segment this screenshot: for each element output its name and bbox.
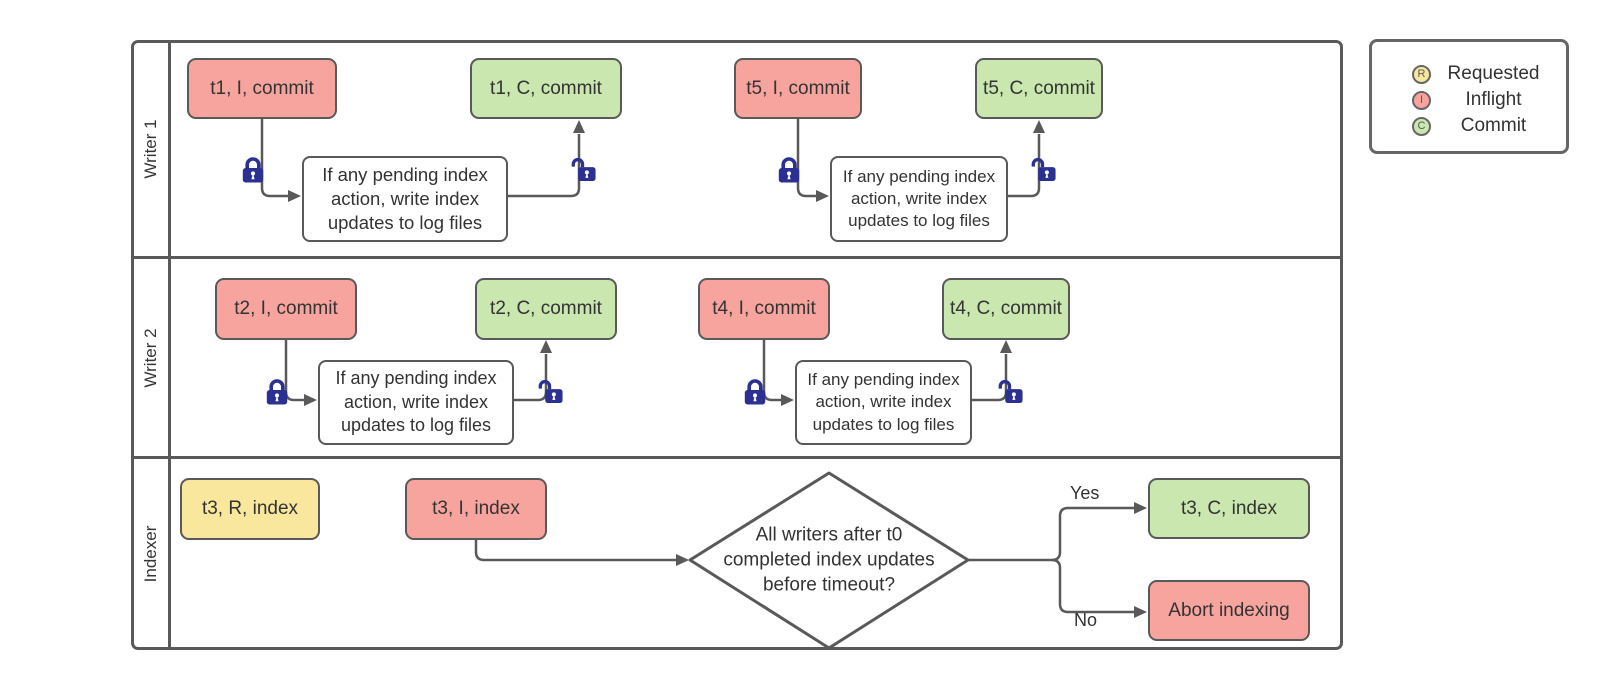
node-t4-commit: t4, C, commit <box>942 278 1070 340</box>
lane-divider-1 <box>131 256 1343 259</box>
no-label: No <box>1074 610 1098 630</box>
legend-letter: I <box>1419 94 1424 106</box>
legend-item-commit: C Commit <box>1412 115 1556 136</box>
open-lock-icon <box>997 377 1023 405</box>
yes-label: Yes <box>1070 483 1100 503</box>
commit-badge-icon: C <box>1412 116 1431 136</box>
lane-divider-2 <box>131 456 1343 459</box>
process-box-3: If any pending index action, write index… <box>318 360 514 445</box>
open-lock-icon <box>570 155 596 183</box>
node-t3-inflight: t3, I, index <box>405 478 547 540</box>
closed-lock-icon <box>742 378 768 406</box>
node-t1-inflight: t1, I, commit <box>187 58 337 119</box>
legend: R Requested I Inflight C Commit <box>1369 39 1569 154</box>
legend-label: Requested <box>1447 63 1540 84</box>
inflight-badge-icon: I <box>1412 90 1431 110</box>
node-t2-inflight: t2, I, commit <box>215 278 357 340</box>
legend-item-inflight: I Inflight <box>1412 89 1556 110</box>
node-t1-commit: t1, C, commit <box>470 58 622 119</box>
node-t4-inflight: t4, I, commit <box>698 278 830 340</box>
node-t2-commit: t2, C, commit <box>475 278 617 340</box>
legend-letter: C <box>1417 120 1426 132</box>
legend-label: Commit <box>1460 115 1527 136</box>
node-t3-commit: t3, C, index <box>1148 478 1310 539</box>
decision-diamond <box>688 471 970 650</box>
process-box-2: If any pending index action, write index… <box>830 156 1008 242</box>
open-lock-icon <box>537 377 563 405</box>
node-abort-indexing: Abort indexing <box>1148 580 1310 641</box>
closed-lock-icon <box>776 156 802 184</box>
legend-item-requested: R Requested <box>1412 63 1556 84</box>
node-t5-inflight: t5, I, commit <box>734 58 862 119</box>
legend-label: Inflight <box>1465 89 1522 110</box>
requested-badge-icon: R <box>1412 64 1431 84</box>
closed-lock-icon <box>240 156 266 184</box>
process-box-1: If any pending index action, write index… <box>302 156 508 242</box>
legend-letter: R <box>1417 68 1426 80</box>
process-box-4: If any pending index action, write index… <box>795 360 972 445</box>
decision-text: All writers after t0 completed index upd… <box>723 524 935 596</box>
open-lock-icon <box>1030 155 1056 183</box>
node-t5-commit: t5, C, commit <box>975 58 1103 119</box>
closed-lock-icon <box>264 378 290 406</box>
node-t3-requested: t3, R, index <box>180 478 320 540</box>
lane-header-separator <box>168 40 171 650</box>
swimlane-pool <box>131 40 1343 650</box>
